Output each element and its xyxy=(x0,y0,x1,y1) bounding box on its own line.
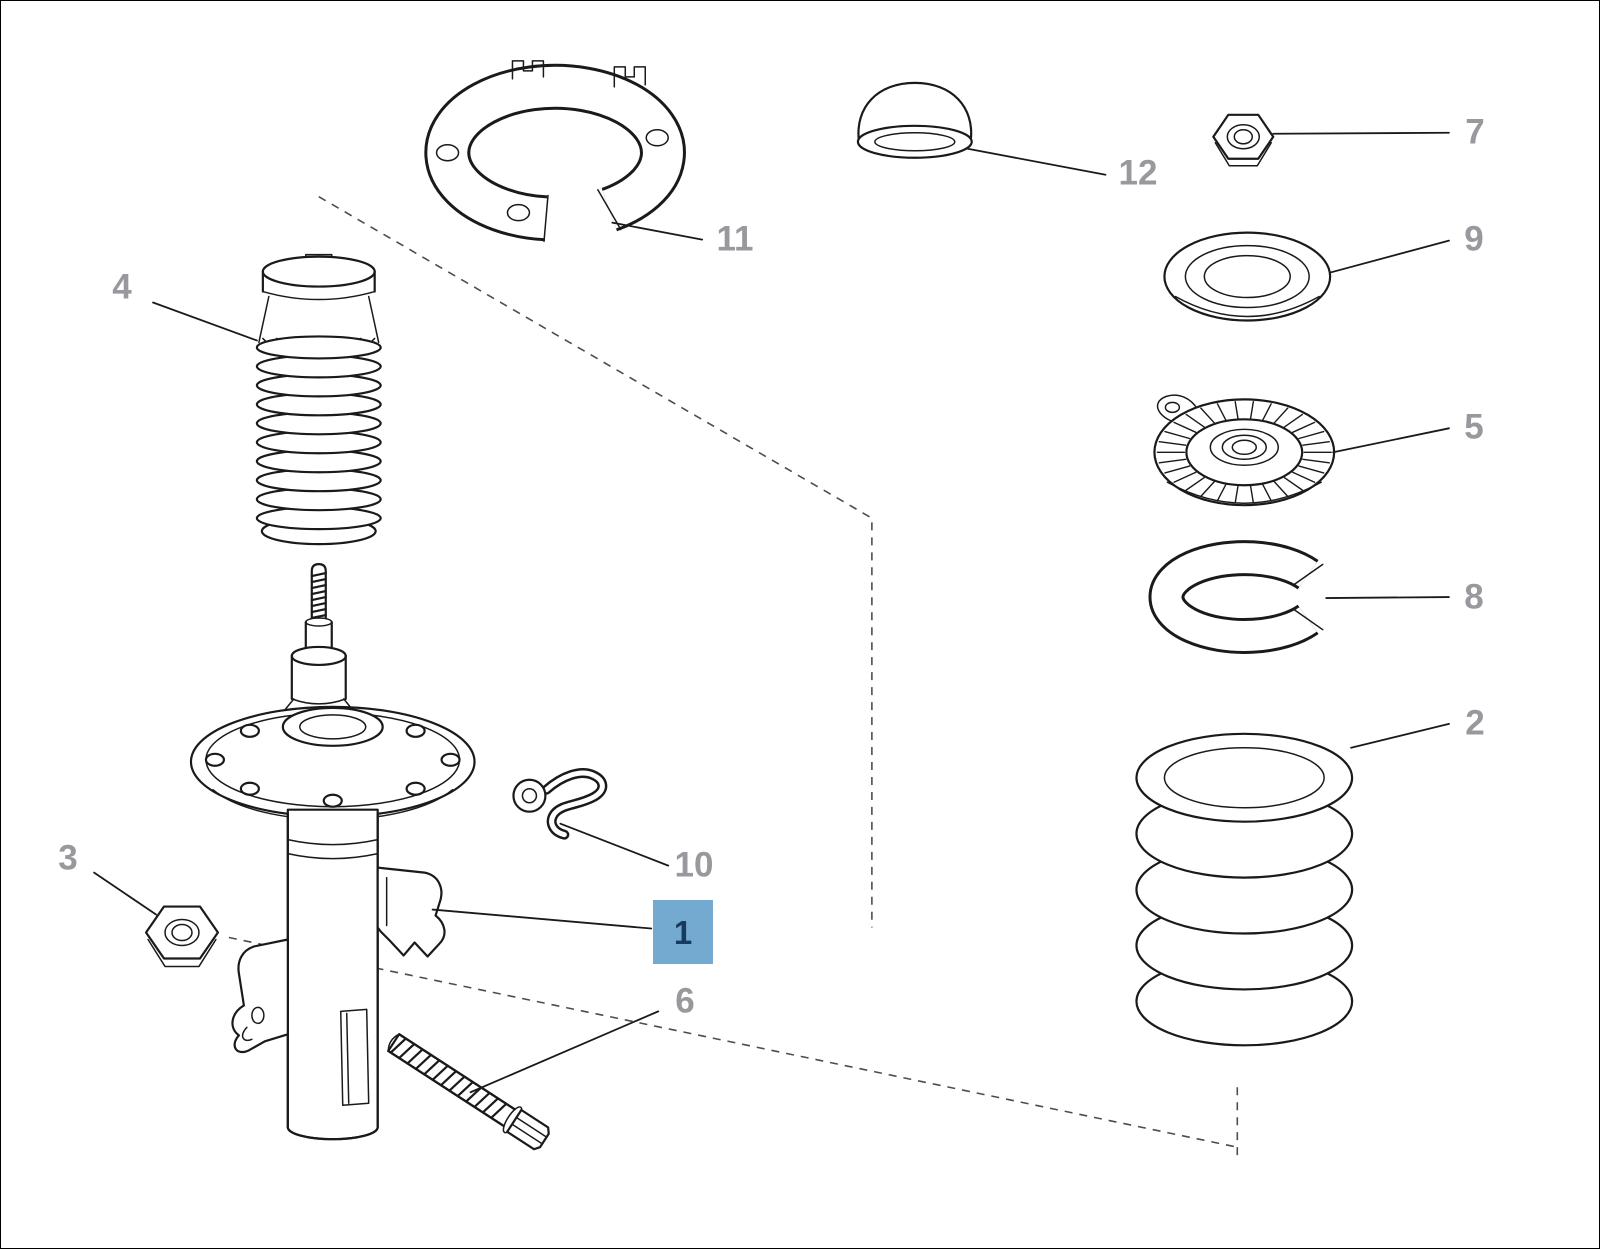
part-callout-2[interactable]: 2 xyxy=(1465,703,1485,743)
part-callout-9[interactable]: 9 xyxy=(1464,219,1484,259)
dust-boot-drawing xyxy=(255,253,382,546)
leader-line-part-11 xyxy=(611,221,704,241)
leader-line-part-6 xyxy=(469,1010,660,1094)
strut-mount-drawing xyxy=(1153,394,1336,507)
leader-line-part-3 xyxy=(93,871,157,916)
leader-line-part-8 xyxy=(1325,596,1450,599)
retainer-plate-drawing xyxy=(424,60,686,242)
part-callout-10[interactable]: 10 xyxy=(674,845,714,885)
leader-line-part-4 xyxy=(152,301,258,342)
leader-line-part-10 xyxy=(559,822,670,867)
part-callout-3[interactable]: 3 xyxy=(58,838,78,878)
spring-clip-drawing xyxy=(512,768,608,840)
part-callout-7[interactable]: 7 xyxy=(1465,112,1485,152)
spring-seat-drawing xyxy=(1148,540,1324,654)
leader-lines-layer xyxy=(93,131,1450,1094)
leader-line-part-12 xyxy=(966,147,1107,176)
part-callout-12[interactable]: 12 xyxy=(1118,153,1158,193)
assembly-reference-dashed-lines xyxy=(228,195,1239,1162)
lower-nut-drawing xyxy=(144,905,220,968)
bump-stop-cap-drawing xyxy=(856,81,973,159)
strut-drawing xyxy=(189,562,476,1141)
leader-line-part-2 xyxy=(1350,722,1450,749)
leader-line-part-5 xyxy=(1332,427,1450,454)
part-callout-4[interactable]: 4 xyxy=(112,267,132,307)
bolt-drawing xyxy=(387,1033,550,1151)
top-nut-drawing xyxy=(1212,113,1275,167)
leader-line-part-9 xyxy=(1329,239,1450,274)
part-callout-5[interactable]: 5 xyxy=(1464,407,1484,447)
coil-spring-drawing xyxy=(1135,732,1354,1047)
leader-line-part-1 xyxy=(431,908,653,930)
bearing-ring-drawing xyxy=(1163,231,1332,322)
leader-line-part-7 xyxy=(1272,131,1450,135)
part-callout-11[interactable]: 11 xyxy=(716,219,754,259)
part-callout-6[interactable]: 6 xyxy=(675,981,695,1021)
part-callout-8[interactable]: 8 xyxy=(1464,577,1484,617)
part-callout-1-selected[interactable]: 1 xyxy=(653,900,713,964)
